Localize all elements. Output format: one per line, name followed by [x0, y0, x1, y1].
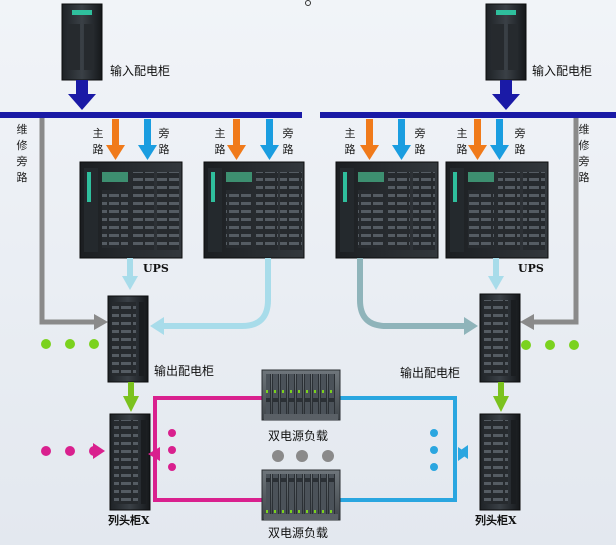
- output-to-rowhead-arrows: [123, 382, 509, 412]
- bypass-path-label: 旁路: [414, 127, 426, 156]
- main-path-label: 主路: [456, 127, 468, 156]
- ups-output-right: [357, 258, 504, 335]
- output-cabinet-label-left: 输出配电柜: [154, 364, 215, 378]
- maintenance-bypass-label-right: 维修旁路: [578, 123, 590, 184]
- input-cabinet-label-right: 输入配电柜: [532, 64, 593, 78]
- main-path-label: 主路: [92, 127, 104, 156]
- server-chassis-icon: [261, 369, 341, 421]
- output-cabinet-icon: [107, 295, 149, 383]
- ellipsis-dots-magenta: [41, 429, 176, 471]
- main-path-arrows: [106, 119, 487, 160]
- row-head-cabinet-icon: [479, 413, 521, 511]
- row-head-cabinet-label-left: 列头柜X: [108, 514, 150, 527]
- dual-power-load-label-bottom: 双电源负载: [268, 526, 329, 540]
- maintenance-bypass-line-left: [39, 118, 108, 330]
- row-head-cabinet-icon: [109, 413, 151, 511]
- input-arrow: [68, 80, 520, 110]
- bypass-path-label: 旁路: [282, 127, 294, 156]
- input-cabinet-label-left: 输入配电柜: [110, 64, 171, 78]
- ellipsis-dots-grey: [272, 450, 334, 462]
- input-bus-left: [0, 112, 302, 118]
- server-chassis-icon: [261, 469, 341, 521]
- ups-cabinet-icon: [335, 161, 439, 259]
- ellipsis-dots-green: [41, 339, 579, 350]
- input-bus-right: [320, 112, 616, 118]
- ups-cabinet-icon: [203, 161, 305, 259]
- dual-power-load-label-top: 双电源负载: [268, 429, 329, 443]
- marker-dot: [305, 0, 311, 6]
- bypass-path-label: 旁路: [514, 127, 526, 156]
- bypass-path-arrows: [138, 119, 509, 160]
- output-cabinet-label-right: 输出配电柜: [400, 366, 461, 380]
- bypass-path-label: 旁路: [158, 127, 170, 156]
- ups-cabinet-icon: [445, 161, 549, 259]
- input-cabinet-icon: [61, 3, 103, 81]
- ups-cabinet-icon: [79, 161, 183, 259]
- row-head-cabinet-label-right: 列头柜X: [475, 514, 517, 527]
- input-cabinet-icon: [485, 3, 527, 81]
- ellipsis-dots-blue: [430, 429, 438, 471]
- load-feed-left: [148, 396, 262, 502]
- ups-label-right: UPS: [518, 262, 544, 275]
- main-path-label: 主路: [214, 127, 226, 156]
- ups-label-left: UPS: [143, 262, 169, 275]
- ups-output-left: [122, 258, 271, 335]
- load-feed-right: [340, 396, 468, 502]
- maintenance-bypass-line-right: [520, 118, 579, 330]
- output-cabinet-icon: [479, 293, 521, 383]
- main-path-label: 主路: [344, 127, 356, 156]
- maintenance-bypass-label-left: 维修旁路: [16, 123, 28, 184]
